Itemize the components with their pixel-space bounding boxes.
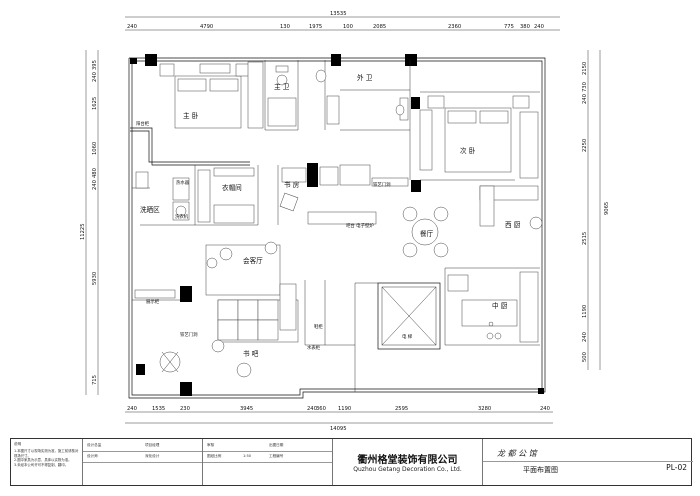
floor-plan: 13535 240 4790 130 1975 100 2085 2360 77… <box>80 11 610 432</box>
tb-field-0: 设计总监 <box>87 443 102 447</box>
dim-left-7: 715 <box>92 375 98 385</box>
small-labels: 阳台柜 铁艺门洞 铁艺门洞 吧台 电子壁炉 热水器 鞋柜 洗衣机 水表柜 展示柜 <box>136 120 391 351</box>
room-living: 会客厅 <box>243 256 263 265</box>
label-balcony-cabinet: 阳台柜 <box>136 120 150 127</box>
room-second-bedroom: 次 卧 <box>460 146 476 155</box>
room-dining: 餐厅 <box>420 229 434 238</box>
dim-left-3: 1060 <box>92 142 98 155</box>
dim-top-9: 240 <box>534 24 544 30</box>
dim-top-1: 4790 <box>200 24 213 30</box>
dimension-left: 11225 395 240 1625 1060 480 240 5930 715 <box>80 50 99 395</box>
tb-notes: 说明 1.本图尺寸以现场实测为准，施工前请核对现场尺寸。 2.图中家具为示意，具… <box>11 439 83 485</box>
tb-company: 衢州格堂装饰有限公司 Quzhou Getang Decoration Co.,… <box>333 439 483 485</box>
dim-left-1: 240 <box>92 72 98 82</box>
outer-walls <box>128 54 546 399</box>
dim-left-total: 11225 <box>80 223 86 240</box>
label-water-meter: 水表柜 <box>307 344 321 351</box>
room-kitchen: 中 厨 <box>492 301 508 310</box>
dim-left-6: 5930 <box>92 272 98 285</box>
tb-field-7: 工程编号 <box>269 454 284 458</box>
tb-notes-header: 说明 <box>14 442 22 446</box>
title-block: 说明 1.本图尺寸以现场实测为准，施工前请核对现场尺寸。 2.图中家具为示意，具… <box>10 438 693 486</box>
dim-right-1: 730 <box>582 82 588 92</box>
tb-field-5: 出图日期 <box>269 443 284 447</box>
drawing-title: 平面布置图 <box>523 466 558 474</box>
tb-notes-text: 1.本图尺寸以现场实测为准，施工前请核对现场尺寸。 2.图中家具为示意，具体以实… <box>14 449 79 467</box>
room-labels: 主 卧 主 卫 外 卫 次 卧 衣帽间 书 房 洗晒区 会客厅 餐厅 西 厨 中… <box>140 73 521 358</box>
dim-bottom-7: 2595 <box>395 406 408 412</box>
furniture <box>134 61 543 378</box>
room-west-kitchen: 西 厨 <box>505 221 521 229</box>
label-shoe-cabinet: 鞋柜 <box>314 323 323 330</box>
dim-bottom-9: 240 <box>540 406 550 412</box>
dimension-top: 13535 240 4790 130 1975 100 2085 2360 77… <box>125 11 560 31</box>
tb-project: 龙 都 公 馆 平面布置图 PL-02 <box>483 439 693 485</box>
dim-top-3: 1975 <box>309 24 322 30</box>
tb-field-6: 图纸比例 <box>207 454 222 458</box>
dim-bottom-2: 230 <box>180 406 190 412</box>
dim-right-7: 500 <box>582 352 588 362</box>
label-washer: 洗衣机 <box>175 213 189 220</box>
interior-walls <box>130 60 540 392</box>
tb-field-2: 设计师 <box>87 454 98 458</box>
dim-bottom-5: 360 <box>316 406 326 412</box>
dim-right-4: 2515 <box>582 232 588 245</box>
dim-bottom-3: 3945 <box>240 406 253 412</box>
label-water-heater: 热水器 <box>176 179 190 186</box>
dim-top-0: 240 <box>127 24 137 30</box>
dim-right-3: 2250 <box>582 139 588 152</box>
room-master-bedroom: 主 卧 <box>183 111 199 120</box>
room-outer-bath: 外 卫 <box>357 73 373 82</box>
dim-top-2: 130 <box>280 24 290 30</box>
label-bar-screen: 吧台 电子壁炉 <box>346 222 374 229</box>
dim-top-4: 100 <box>343 24 353 30</box>
dim-left-4: 480 <box>92 168 98 178</box>
dim-top-8: 380 <box>520 24 530 30</box>
dim-bottom-0: 240 <box>127 406 137 412</box>
dim-top-7: 775 <box>504 24 514 30</box>
dim-left-2: 1625 <box>92 97 98 110</box>
room-closet: 衣帽间 <box>222 183 242 192</box>
drawing-number: PL-02 <box>666 463 687 472</box>
dim-left-0: 395 <box>92 60 98 70</box>
dining-table <box>411 218 439 246</box>
room-study: 书 房 <box>284 180 300 189</box>
label-iron-door-2: 铁艺门洞 <box>180 331 198 338</box>
dim-bottom-6: 1190 <box>338 406 351 412</box>
dim-top-5: 2085 <box>373 24 386 30</box>
dim-right-6: 240 <box>582 332 588 342</box>
tb-field-4: 审核 <box>207 443 215 447</box>
tb-fields-1: 设计总监 项目经理 设计师 深化设计 <box>83 439 203 485</box>
label-iron-door-1: 铁艺门洞 <box>373 181 391 188</box>
living-rug <box>205 244 281 296</box>
dimension-bottom: 240 1535 230 3945 240 360 1190 2595 3280… <box>125 406 553 432</box>
dim-left-5: 240 <box>92 180 98 190</box>
room-book-bar: 书 吧 <box>243 349 259 358</box>
company-name-cn: 衢州格堂装饰有限公司 <box>357 455 458 466</box>
dim-bottom-8: 3280 <box>478 406 491 412</box>
dim-bottom-4: 240 <box>307 406 317 412</box>
dim-bottom-1: 1535 <box>152 406 165 412</box>
tb-scale: 1:50 <box>243 454 252 458</box>
dimension-right: 9065 2150 730 240 2250 2515 1190 240 500 <box>582 50 610 370</box>
tb-field-1: 项目经理 <box>145 443 160 447</box>
tb-field-3: 深化设计 <box>145 454 160 458</box>
label-display-shelf: 展示柜 <box>146 298 160 305</box>
dim-bottom-total: 14095 <box>330 426 347 432</box>
room-master-bath: 主 卫 <box>274 82 290 91</box>
dim-right-total: 9065 <box>604 202 610 215</box>
dim-right-5: 1190 <box>582 305 588 318</box>
dim-top-total: 13535 <box>330 11 347 17</box>
company-name-en: Quzhou Getang Decoration Co., Ltd. <box>353 466 462 473</box>
room-elevator: 电 梯 <box>402 333 413 340</box>
tb-fields-2: 审核 出图日期 图纸比例 1:50 工程编号 <box>203 439 333 485</box>
project-name: 龙 都 公 馆 <box>497 449 537 458</box>
dim-top-6: 2360 <box>448 24 461 30</box>
dim-right-2: 240 <box>582 94 588 104</box>
room-laundry: 洗晒区 <box>140 205 160 214</box>
dim-right-0: 2150 <box>582 62 588 75</box>
